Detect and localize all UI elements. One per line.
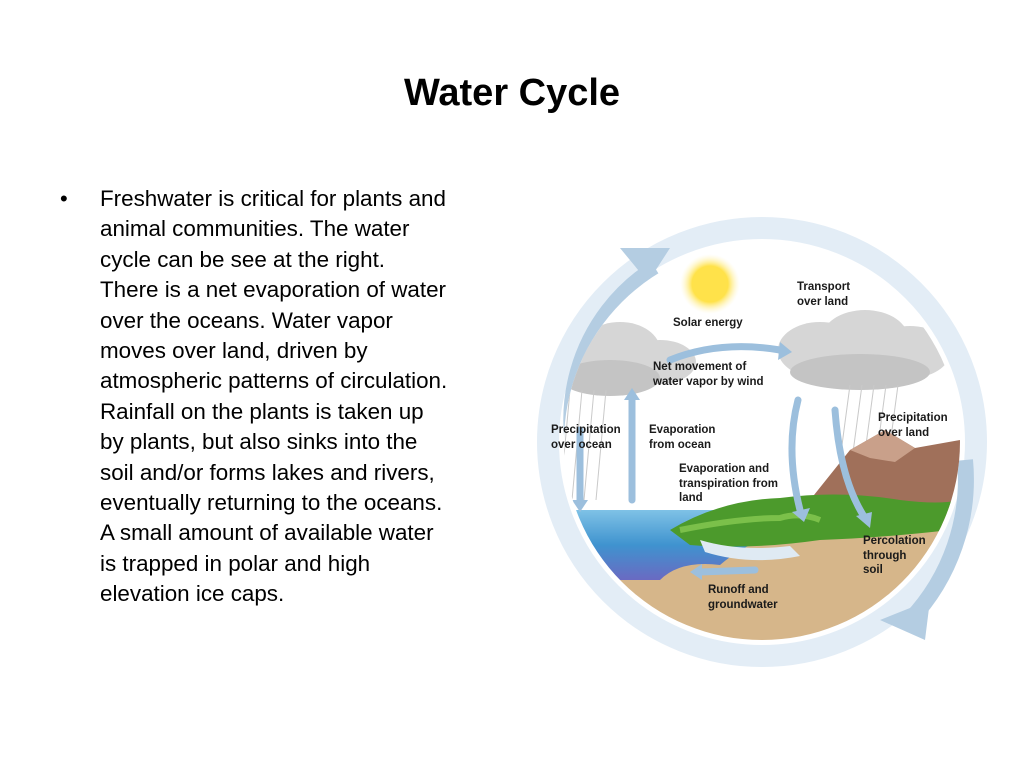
outer-ring	[537, 217, 987, 667]
bullet-line: atmospheric patterns of circulation.	[100, 368, 448, 394]
label-runoff-groundwater: Runoff and groundwater	[708, 584, 778, 611]
label-precipitation-over-ocean: Precipitation over ocean	[551, 424, 621, 451]
bullet-line: is trapped in polar and high	[100, 550, 371, 576]
bullet-line: soil and/or forms lakes and rivers,	[100, 459, 435, 485]
bullet-text: Freshwater is critical for plants and an…	[100, 184, 500, 610]
bullet-line: moves over land, driven by	[100, 338, 368, 364]
bullet-line: animal communities. The water	[100, 216, 410, 242]
bullet-marker: •	[60, 186, 68, 211]
bullet-line: eventually returning to the oceans.	[100, 490, 443, 516]
cloud-right-icon	[778, 310, 950, 390]
label-precipitation-over-land: Precipitation over land	[878, 412, 948, 439]
evaporation-land-arrow	[788, 396, 804, 514]
bullet-line: A small amount of available water	[100, 520, 434, 546]
water-cycle-illustration	[537, 217, 987, 667]
bullet-line: Freshwater is critical for plants and	[100, 186, 446, 211]
bullet-line: over the oceans. Water vapor	[100, 307, 393, 333]
runoff-arrow	[696, 566, 759, 576]
bullet-line: There is a net evaporation of water	[100, 277, 447, 303]
bullet-line: elevation ice caps.	[100, 581, 285, 607]
label-evaporation-from-ocean: Evaporation from ocean	[649, 424, 716, 451]
ring-arrowhead-bottom	[880, 600, 930, 640]
label-net-movement: Net movement of water vapor by wind	[653, 361, 764, 388]
precipitation-land-arrow	[831, 406, 869, 522]
cloud-left-icon	[564, 322, 696, 396]
water-cycle-diagram: Transport over land Solar energy Net mov…	[520, 200, 1000, 680]
bullet-line: by plants, but also sinks into the	[100, 429, 418, 455]
label-solar-energy: Solar energy	[673, 317, 743, 329]
lake	[700, 540, 800, 561]
bullet-line: Rainfall on the plants is taken up	[100, 398, 424, 424]
bullet-line: cycle can be see at the right.	[100, 246, 386, 272]
ring-arrowhead-top	[620, 248, 670, 282]
label-evaporation-transpiration-land: Evaporation and transpiration from land	[679, 463, 779, 504]
net-movement-arrow	[666, 343, 784, 364]
slide-title: Water Cycle	[403, 72, 621, 114]
label-transport-over-land: Transport over land	[797, 281, 851, 308]
label-percolation-through-soil: Percolation through soil	[863, 535, 926, 576]
